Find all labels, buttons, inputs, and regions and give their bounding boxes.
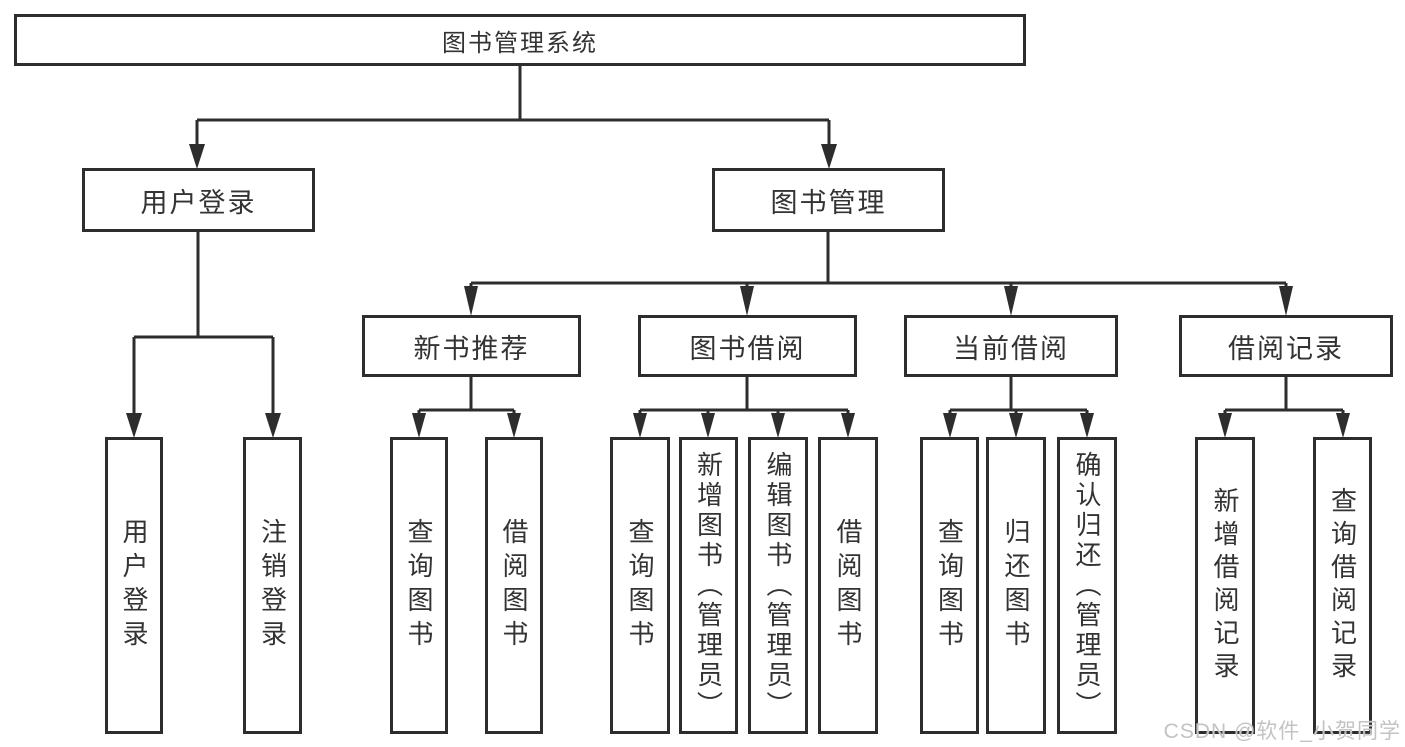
node-borrow-books-leaf: 借阅图书 bbox=[818, 437, 878, 734]
node-book-borrow-label: 图书借阅 bbox=[689, 333, 806, 364]
node-user-login-leaf: 用户登录 bbox=[105, 437, 163, 734]
node-return-books: 归还图书 bbox=[986, 437, 1046, 734]
node-borrow-records: 借阅记录 bbox=[1179, 315, 1393, 377]
node-user-login: 用户登录 bbox=[82, 168, 315, 232]
node-root-system-label: 图书管理系统 bbox=[442, 29, 598, 57]
node-query-books-borrow: 查询图书 bbox=[610, 437, 670, 734]
node-book-borrow: 图书借阅 bbox=[638, 315, 857, 377]
node-logout-leaf: 注销登录 bbox=[243, 437, 302, 734]
node-book-management: 图书管理 bbox=[712, 168, 945, 232]
node-new-book-recommend: 新书推荐 bbox=[362, 315, 581, 377]
node-user-login-label: 用户登录 bbox=[140, 187, 257, 218]
node-query-borrow-record: 查询借阅记录 bbox=[1313, 437, 1372, 734]
node-add-book-admin: 新增图书（管理员） bbox=[679, 437, 738, 734]
node-query-books-recommend: 查询图书 bbox=[390, 437, 448, 734]
node-borrow-records-label: 借阅记录 bbox=[1228, 333, 1344, 364]
node-book-management-label: 图书管理 bbox=[770, 187, 887, 218]
node-confirm-return-admin: 确认归还（管理员） bbox=[1057, 437, 1117, 734]
node-borrow-books-recommend: 借阅图书 bbox=[485, 437, 543, 734]
node-edit-book-admin: 编辑图书（管理员） bbox=[748, 437, 808, 734]
node-current-borrow-label: 当前借阅 bbox=[953, 333, 1069, 364]
csdn-watermark: CSDN @软件_小贺同学 bbox=[1163, 720, 1401, 743]
node-new-book-recommend-label: 新书推荐 bbox=[413, 333, 530, 364]
node-root-system: 图书管理系统 bbox=[14, 14, 1026, 66]
node-query-books-current: 查询图书 bbox=[920, 437, 979, 734]
node-add-borrow-record: 新增借阅记录 bbox=[1195, 437, 1255, 734]
node-current-borrow: 当前借阅 bbox=[904, 315, 1118, 377]
